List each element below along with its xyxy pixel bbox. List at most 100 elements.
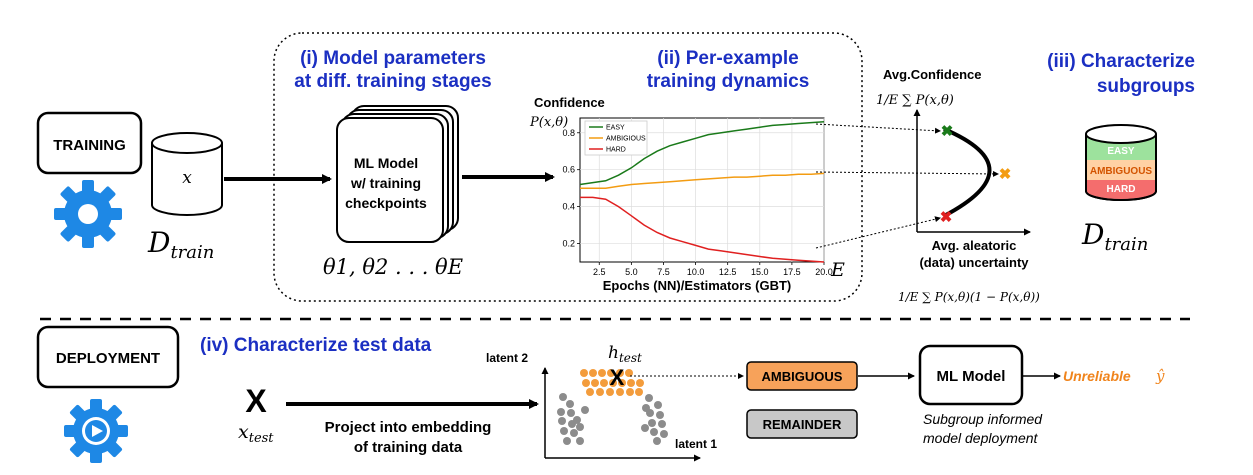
ambiguous-box [746,361,858,391]
project-line1: Project into embedding [325,419,492,436]
subgroup-cylinder [1085,124,1157,201]
latent-point-remainder-0 [559,393,567,401]
theta-caption: θ1, θ2 . . . θE [323,255,463,279]
latent-point-remainder-18 [658,420,666,428]
unreliable-label: Unreliable [1063,368,1131,384]
avg-uncertainty-line2: (data) uncertainty [919,255,1029,270]
latent-point-remainder-19 [650,428,658,436]
hard-band [1087,180,1155,199]
model-checkpoint-stack [336,105,459,243]
latent-point-ambiguous-1 [589,369,597,377]
latent-point-ambiguous-6 [582,379,590,387]
xtick-label-5: 15.0 [751,267,769,277]
chart-xlabel: Epochs (NN)/Estimators (GBT) [603,278,792,293]
h-test-label: htest [608,343,642,365]
latent-point-ambiguous-14 [596,388,604,396]
latent-point-remainder-23 [642,404,650,412]
series-line-hard [580,196,825,263]
latent-point-remainder-7 [570,429,578,437]
latent-point-remainder-9 [576,437,584,445]
deployment-box [36,325,180,389]
xtick-label-2: 7.5 [657,267,670,277]
step1-line1: (i) Model parameters [300,48,486,69]
latent-point-remainder-12 [576,423,584,431]
latent-point-ambiguous-11 [627,379,635,387]
ytick-label-1: 0.4 [562,202,575,212]
latent-point-remainder-16 [656,411,664,419]
latent-point-remainder-14 [654,401,662,409]
map-easy-arrow [815,123,941,134]
xtick-label-0: 2.5 [593,267,606,277]
latent-point-ambiguous-7 [591,379,599,387]
xtick-label-3: 10.0 [687,267,705,277]
latent1-label: latent 1 [675,437,717,451]
latent-point-remainder-21 [653,437,661,445]
deployment-label: DEPLOYMENT [56,350,160,367]
ambiguous-point-marker: ✖ [999,166,1012,183]
remainder-box-label: REMAINDER [763,417,842,432]
train-data-cylinder [151,132,223,216]
data-symbol-x: x [182,168,192,188]
cyl-ambiguous-label: AMBIGUOUS [1090,166,1153,177]
legend-hard-label: HARD [606,147,626,154]
training-dynamics-region [273,32,863,302]
xtick-label-1: 5.0 [625,267,638,277]
latent-point-ambiguous-13 [586,388,594,396]
latent-point-ambiguous-0 [580,369,588,377]
xtick-label-4: 12.5 [719,267,737,277]
model-line1: ML Model [354,155,418,171]
series-line-ambigious [580,172,825,189]
cyl-easy-label: EASY [1107,146,1135,157]
d-train-right: Dtrain [1081,218,1148,255]
latent-point-remainder-17 [648,419,656,427]
chart-legend: EASY AMBIGIOUS HARD [584,120,648,156]
latent-point-ambiguous-18 [635,388,643,396]
latent-point-remainder-20 [660,430,668,438]
deploy-ml-model-box [918,344,1024,406]
gear-icon [54,180,122,248]
easy-point-marker: ✖ [941,123,954,140]
latent-point-ambiguous-16 [616,388,624,396]
latent-point-remainder-22 [641,424,649,432]
ytick-label-2: 0.6 [562,165,575,175]
h-test-mark: X [610,365,625,390]
map-ambiguous-arrow [815,170,999,177]
informed-line2: model deployment [923,430,1039,446]
ytick-label-3: 0.8 [562,128,575,138]
latent-point-remainder-10 [573,416,581,424]
latent-point-remainder-3 [567,409,575,417]
latent-point-ambiguous-3 [607,369,615,377]
step3-line2: subgroups [1097,76,1195,97]
d-train-left: Dtrain [147,226,214,263]
step2-line1: (ii) Per-example [657,48,799,69]
step4-title: (iv) Characterize test data [200,335,432,356]
xtick-label-7: 20.0 [815,267,833,277]
model-line2: w/ training [350,175,421,191]
x-test-label: xtest [238,421,274,446]
latent-points [557,369,668,445]
model-line3: checkpoints [345,195,427,211]
chart-x-end-label: E [830,259,845,281]
latent-point-remainder-6 [560,427,568,435]
latent2-label: latent 2 [486,351,528,365]
hard-point-marker: ✖ [940,209,953,226]
x-test-mark: X [245,383,267,419]
training-label: TRAINING [53,137,126,154]
series-line-easy [579,120,825,186]
legend-ambigious-label: AMBIGIOUS [606,136,646,143]
latent-point-ambiguous-10 [618,379,626,387]
map-hard-arrow [815,216,941,249]
chart-series [579,120,825,263]
latent-point-remainder-4 [558,417,566,425]
latent-point-ambiguous-12 [636,379,644,387]
cyl-hard-label: HARD [1107,184,1136,195]
avg-uncertainty-line1: Avg. aleatoric [932,238,1017,253]
ambiguous-box-label: AMBIGUOUS [762,369,843,384]
gear-play-icon [64,399,128,463]
ytick-label-0: 0.2 [562,239,575,249]
latent-point-ambiguous-8 [600,379,608,387]
ambiguous-band [1087,160,1155,180]
latent-point-remainder-1 [566,400,574,408]
